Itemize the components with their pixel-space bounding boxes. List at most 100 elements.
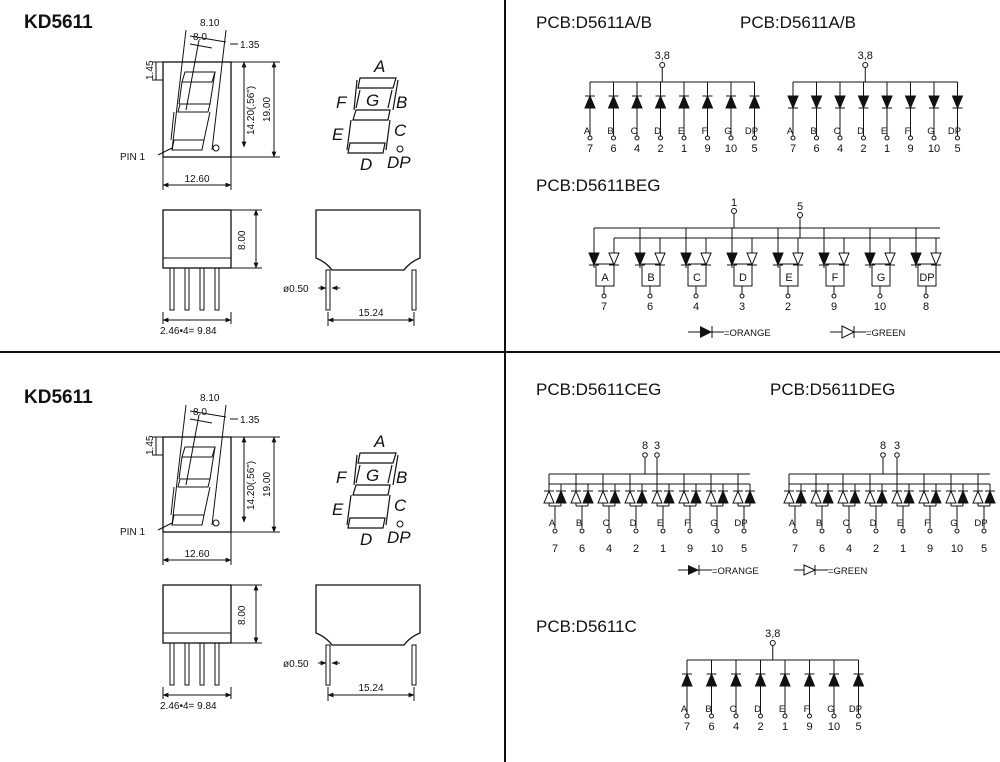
common-pin-node-2: [797, 212, 803, 218]
pin-node: [660, 528, 666, 534]
led-c: [631, 94, 643, 109]
led-d: [754, 672, 767, 687]
lead-right: [411, 644, 417, 686]
panel-top-right: PCB:D5611A/B PCB:D5611A/B 3,8A7B6C4D2E1F…: [536, 13, 964, 339]
led-orange-b: [634, 252, 646, 267]
segment-dp: [396, 520, 404, 528]
front-view-digit: [170, 446, 216, 526]
pin-node: [954, 528, 960, 534]
led-green-e: [891, 489, 903, 504]
pcb-title-c: PCB:D5611C: [536, 617, 637, 636]
pin-10: 10: [711, 543, 723, 555]
led-green-c: [837, 489, 849, 504]
pcb-title-deg: PCB:D5611DEG: [770, 380, 895, 399]
seg-c: C: [730, 704, 737, 715]
common-pin-node-1: [731, 208, 737, 214]
common-pin-label: 3,8: [655, 50, 670, 62]
pin-4: 4: [693, 301, 699, 313]
dim-14-20: 14.20(.56"): [246, 86, 257, 135]
led-green-e: [651, 489, 663, 504]
lead-2: [184, 267, 190, 311]
seg-d: D: [754, 704, 761, 715]
pin-5: 5: [981, 543, 987, 555]
pin-1: 1: [681, 143, 687, 155]
led-orange-d: [636, 489, 648, 504]
pin-node: [877, 293, 883, 299]
led-green-a: [783, 489, 795, 504]
seg-b: B: [607, 126, 613, 137]
led-orange-c: [849, 489, 861, 504]
pin-node: [647, 293, 653, 299]
lead-left: [325, 644, 331, 686]
pin-9: 9: [907, 143, 913, 155]
led-dp: [748, 94, 761, 109]
pin-node: [758, 713, 763, 719]
led-orange-dp: [744, 489, 756, 504]
led-orange-b: [822, 489, 834, 504]
pin-9: 9: [806, 721, 812, 733]
dim-14-20: 14.20(.56"): [246, 461, 257, 510]
seg-g: G: [950, 518, 957, 529]
legend-green-label: =GREEN: [866, 328, 905, 339]
lead-2: [184, 642, 190, 686]
pin-2: 2: [657, 143, 663, 155]
led-orange-a: [588, 252, 600, 267]
front-view-dp: [212, 144, 220, 152]
pin-5: 5: [954, 143, 960, 155]
seg-g: G: [710, 518, 717, 529]
seg-b: B: [816, 518, 822, 529]
side-view-profile: [315, 209, 421, 271]
seg-dp: DP: [849, 704, 862, 715]
pin-10: 10: [828, 721, 840, 733]
led-b: [705, 672, 718, 687]
pin-node: [587, 135, 593, 141]
led-e: [881, 95, 893, 110]
led-orange-dp: [984, 489, 996, 504]
led-green-g: [705, 489, 717, 504]
pin-node: [785, 293, 791, 299]
seg-a: A: [601, 272, 609, 284]
pin-node: [814, 135, 819, 141]
led-e: [678, 94, 690, 109]
seg-label-dp: DP: [387, 153, 411, 172]
seg-box-f: [825, 263, 845, 287]
seg-label-f: F: [336, 468, 348, 487]
seg-g: G: [827, 704, 834, 715]
pin-4: 4: [733, 721, 739, 733]
led-green-a: [608, 252, 620, 267]
led-d: [654, 94, 667, 109]
led-orange-dp: [910, 252, 922, 267]
seg-d: D: [870, 518, 877, 529]
pin-node: [728, 135, 734, 141]
led-orange-b: [582, 489, 594, 504]
pin-node: [831, 293, 837, 299]
pcb-title-ceg: PCB:D5611CEG: [536, 380, 661, 399]
seg-c: C: [631, 126, 638, 137]
lead-4: [214, 642, 220, 686]
seg-a: A: [789, 518, 796, 529]
pin-1: 1: [782, 721, 788, 733]
pin-4: 4: [606, 543, 612, 555]
seg-a: A: [549, 518, 556, 529]
pin-7: 7: [684, 721, 690, 733]
led-green-g: [945, 489, 957, 504]
pin-7: 7: [587, 143, 593, 155]
led-dp: [852, 672, 865, 687]
dim-pitch: 2.46•4= 9.84: [160, 326, 217, 337]
legend-top: =ORANGE =GREEN: [688, 325, 905, 339]
common-pin-node-2: [654, 452, 660, 458]
led-green-dp: [930, 252, 942, 267]
pin-node: [790, 135, 796, 141]
led-green-f: [838, 252, 850, 267]
pin-2: 2: [633, 543, 639, 555]
led-green-b: [810, 489, 822, 504]
seg-label-d: D: [360, 155, 372, 174]
pin-node: [741, 528, 747, 534]
common-pin-node-1: [880, 452, 886, 458]
seg-d: D: [739, 272, 747, 284]
seg-label-f: F: [336, 93, 348, 112]
seg-d: D: [654, 126, 661, 137]
dim-12-60: 12.60: [184, 549, 209, 560]
